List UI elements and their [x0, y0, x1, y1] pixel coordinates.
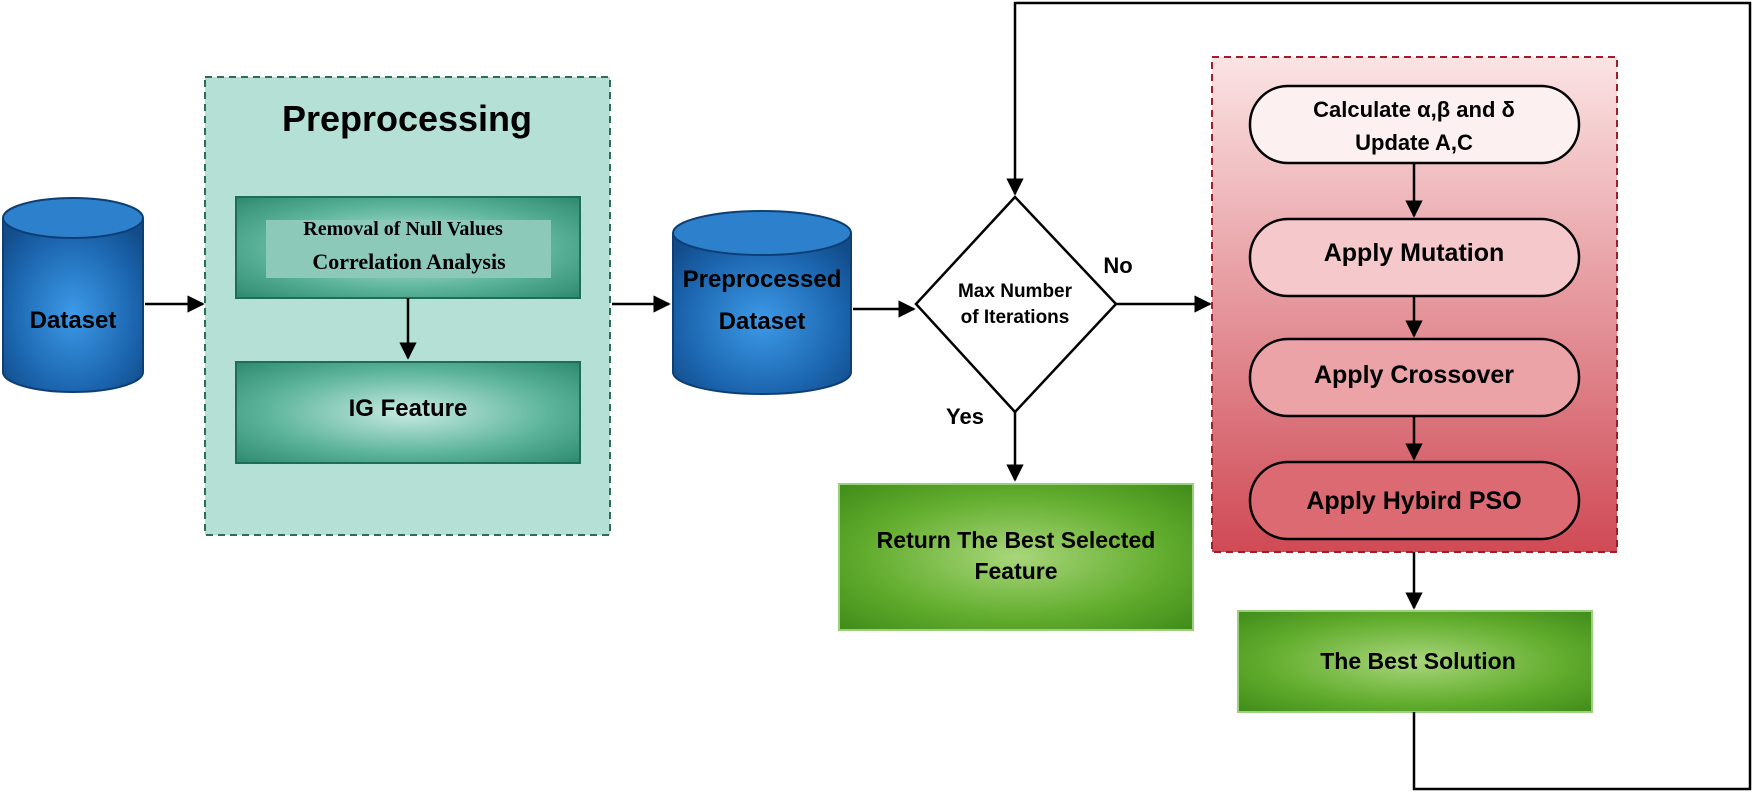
decision-line1: Max Number	[958, 281, 1073, 302]
best-solution-label: The Best Solution	[1320, 648, 1516, 674]
preprocessed-dataset-cylinder: Preprocessed Dataset	[672, 210, 852, 395]
ig-feature-label: IG Feature	[349, 395, 468, 422]
dataset-label: Dataset	[30, 307, 117, 334]
decision-line2: of Iterations	[961, 307, 1070, 328]
return-line1: Return The Best Selected	[877, 527, 1156, 553]
best-solution-box: The Best Solution	[1237, 610, 1593, 713]
preprocessed-label-line2: Dataset	[719, 308, 806, 335]
dataset-cylinder: Dataset	[2, 197, 144, 393]
crossover-text: Apply Crossover	[1314, 361, 1514, 389]
return-line2: Feature	[974, 558, 1057, 584]
preprocessing-panel: Preprocessing Removal of Null Values Cor…	[204, 76, 611, 536]
null-removal-text: Removal of Null Values	[303, 218, 503, 240]
hybrid-pso-text: Apply Hybird PSO	[1306, 487, 1521, 515]
max-iterations-decision: Max Number of Iterations	[914, 195, 1118, 414]
hybrid-pso-step	[1248, 460, 1581, 541]
feedback-loop-arrow	[1006, 1, 1752, 791]
optimizer-panel: Calculate α,β and δ Update A,C Apply Mut…	[1211, 56, 1618, 553]
preprocessed-label-line1: Preprocessed	[683, 266, 842, 293]
calculate-text: Calculate α,β and δ	[1313, 97, 1515, 122]
correlation-analysis-text: Correlation Analysis	[312, 249, 506, 274]
yes-label: Yes	[946, 404, 984, 429]
no-label: No	[1103, 253, 1132, 278]
preprocessing-title: Preprocessing	[282, 98, 532, 139]
null-removal-highlight	[266, 220, 551, 278]
ig-feature-box	[235, 361, 581, 464]
return-best-feature-box: Return The Best Selected Feature	[838, 483, 1194, 631]
mutation-text: Apply Mutation	[1324, 239, 1505, 267]
update-text: Update A,C	[1355, 130, 1473, 155]
